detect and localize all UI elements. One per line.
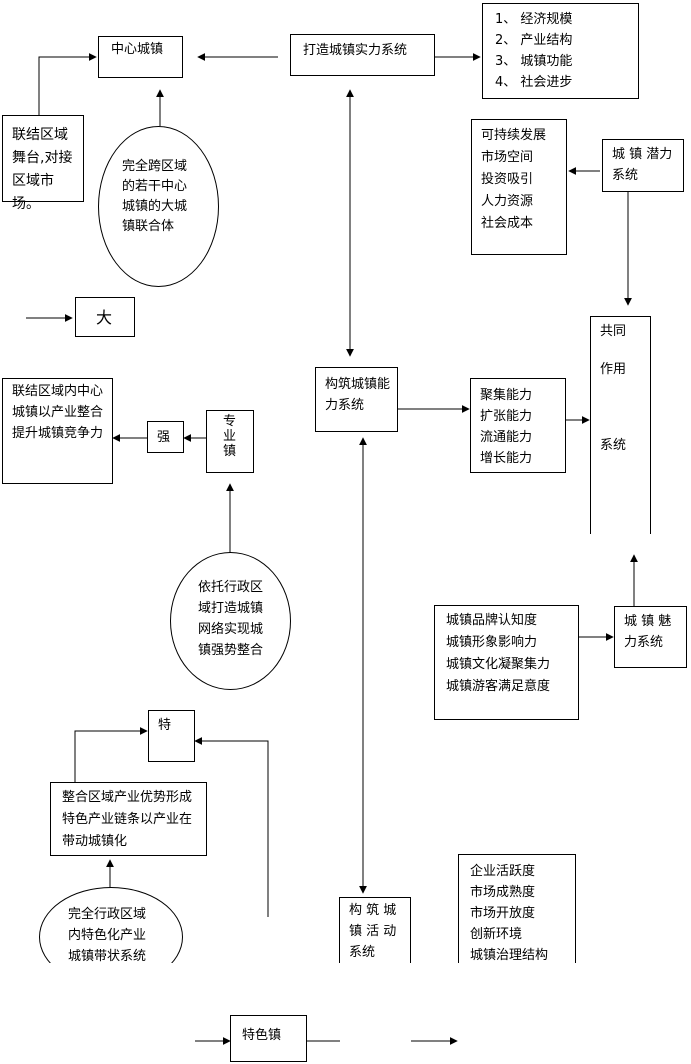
arrow-integrate-to-te — [74, 727, 148, 782]
strength-items-box: 1、 经济规模 2、 产业结构 3、 城镇功能 4、 社会进步 — [482, 3, 639, 99]
potential-system-box: 城 镇 潜力系统 — [602, 139, 684, 192]
admin-network-ellipse: 依托行政区域打造城镇网络实现城镇强势整合 — [170, 552, 291, 690]
arrow-link-to-center — [38, 53, 97, 115]
link-inner-box: 联结区域内中心城镇以产业整合提升城镇竞争力 — [2, 378, 113, 484]
build-strength-box: 打造城镇实力系统 — [290, 34, 435, 76]
co-action-label: 共同 作用 系统 — [600, 324, 627, 453]
feature-town-box: 特色镇 — [230, 1015, 307, 1062]
qiang-box: 强 — [147, 421, 184, 453]
capability-items-box: 聚集能力 扩张能力 流通能力 增长能力 — [470, 378, 566, 473]
capability-system-box: 构筑城镇能力系统 — [315, 367, 398, 432]
specialized-town-box: 专业镇 — [206, 410, 254, 473]
center-town-box: 中心城镇 — [98, 36, 183, 78]
arrow-right-to-te — [194, 737, 269, 917]
image-gap — [0, 963, 691, 1005]
integrate-industry-box: 整合区域产业优势形成特色产业链条以产业在带动城镇化 — [50, 782, 207, 856]
cross-region-ellipse: 完全跨区域的若干中心城镇的大城镇联合体 — [98, 126, 219, 287]
activity-items-box: 企业活跃度 市场成熟度 市场开放度 创新环境 城镇治理结构 — [458, 854, 576, 974]
co-action-frame — [590, 316, 651, 534]
potential-items-box: 可持续发展 市场空间 投资吸引 人力资源 社会成本 — [471, 119, 567, 255]
da-box: 大 — [75, 297, 135, 337]
charm-items-box: 城镇品牌认知度 城镇形象影响力 城镇文化凝聚集力 城镇游客满足意度 — [434, 605, 579, 720]
link-stage-box: 联结区域舞台,对接区域市场。 — [2, 115, 84, 212]
te-box: 特 — [148, 710, 195, 762]
charm-system-box: 城 镇 魅力系统 — [614, 606, 687, 668]
